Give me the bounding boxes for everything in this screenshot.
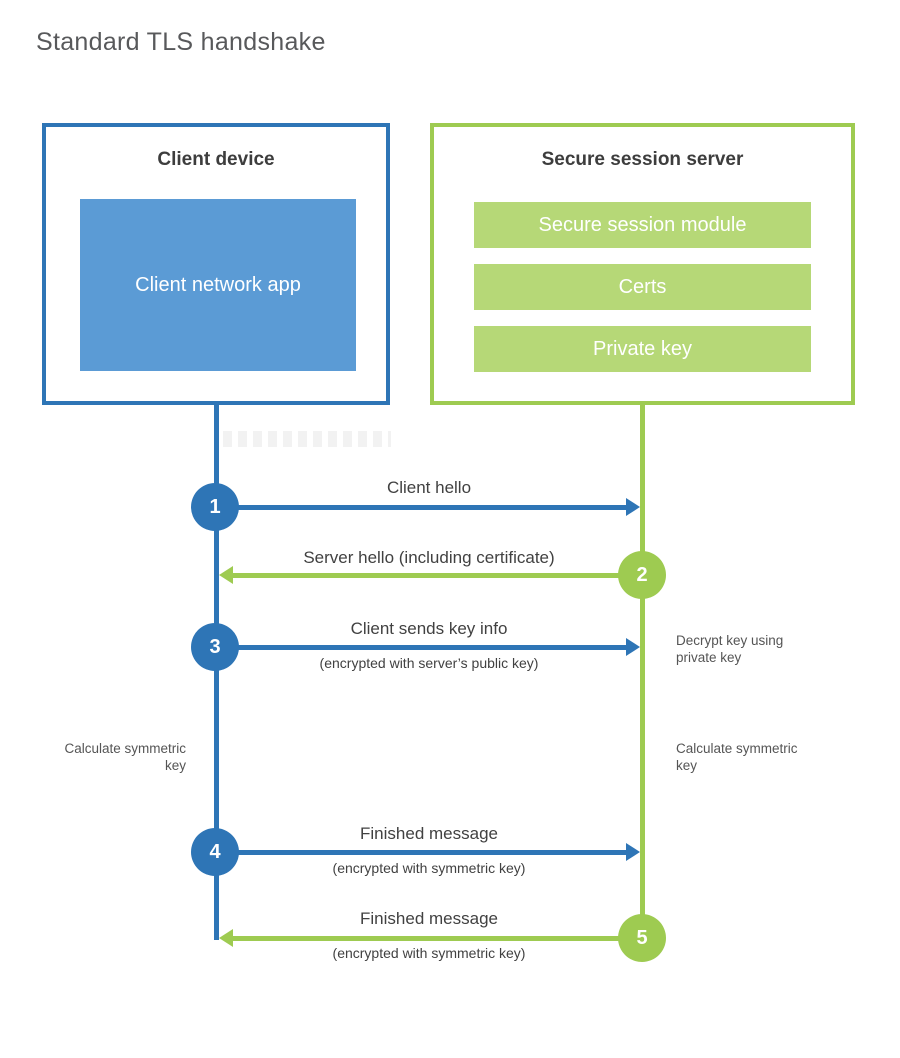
step-circle-1: 1 — [191, 483, 239, 531]
server-module-certs: Certs — [474, 264, 811, 310]
arrow-shaft — [238, 645, 628, 650]
client-lifeline — [214, 403, 219, 940]
faint-dashes-artifact — [223, 431, 391, 447]
arrow-shaft — [238, 505, 628, 510]
arrow-finished-server — [219, 929, 621, 947]
secure-session-server-title: Secure session server — [541, 149, 744, 170]
arrow-server-hello — [219, 566, 621, 584]
step-circle-4: 4 — [191, 828, 239, 876]
arrow-finished-client — [238, 843, 640, 861]
step-circle-2: 2 — [618, 551, 666, 599]
arrow-client-key-info — [238, 638, 640, 656]
secure-session-server-box: Secure session server Secure session mod… — [430, 123, 855, 405]
client-device-title: Client device — [157, 149, 275, 170]
server-lifeline — [640, 403, 645, 940]
arrow-client-hello — [238, 498, 640, 516]
client-network-app-block: Client network app — [80, 199, 356, 371]
label-finished-client: Finished message — [360, 824, 498, 843]
sublabel-client-key-info: (encrypted with server’s public key) — [319, 655, 539, 671]
label-client-hello: Client hello — [386, 478, 472, 497]
sublabel-finished-server: (encrypted with symmetric key) — [332, 945, 526, 961]
label-finished-server: Finished message — [360, 909, 498, 928]
client-device-box: Client device Client network app — [42, 123, 390, 405]
page-title: Standard TLS handshake — [36, 28, 326, 56]
note-server-calculate-symmetric-key: Calculate symmetric key — [676, 741, 798, 773]
arrow-shaft — [238, 850, 628, 855]
server-module-secure-session-module: Secure session module — [474, 202, 811, 248]
step-circle-3: 3 — [191, 623, 239, 671]
label-server-hello: Server hello (including certificate) — [303, 548, 555, 567]
arrow-shaft — [231, 936, 621, 941]
step-circle-5: 5 — [618, 914, 666, 962]
label-client-key-info: Client sends key info — [350, 619, 508, 638]
server-module-private-key: Private key — [474, 326, 811, 372]
sublabel-finished-client: (encrypted with symmetric key) — [332, 860, 526, 876]
note-decrypt-key: Decrypt key using private key — [676, 633, 784, 665]
arrow-shaft — [231, 573, 621, 578]
note-client-calculate-symmetric-key: Calculate symmetric key — [64, 741, 186, 773]
